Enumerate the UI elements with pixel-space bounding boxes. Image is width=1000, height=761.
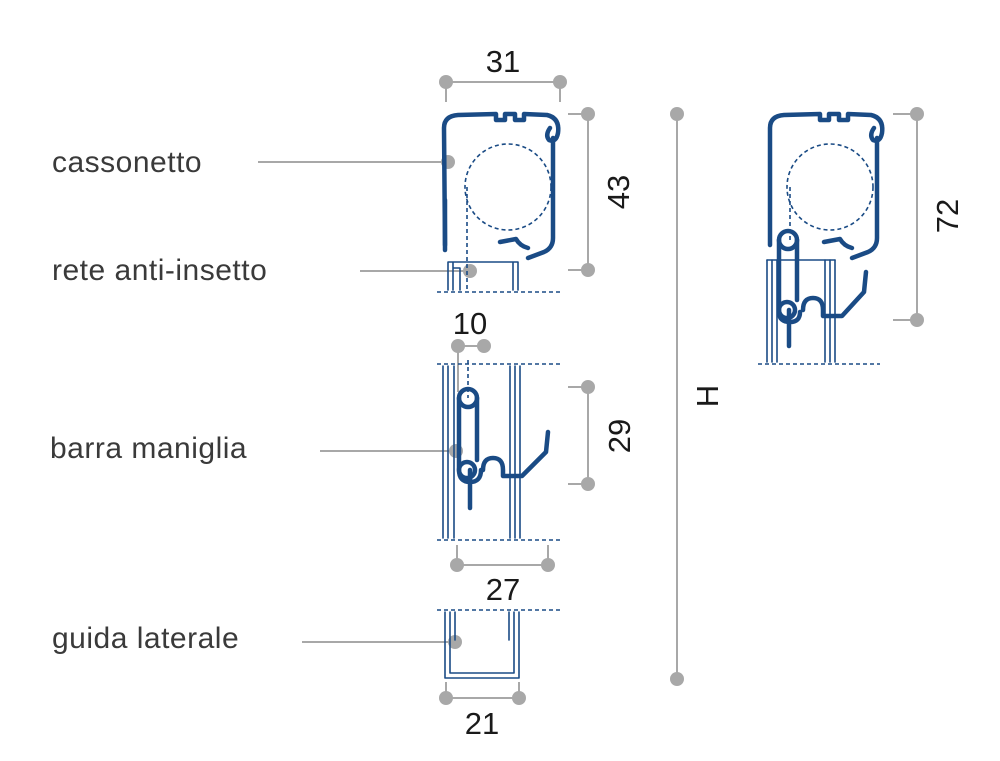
dimension-label-29: 29	[602, 419, 637, 453]
label-group-cassonetto: cassonetto	[52, 146, 455, 179]
label-barra: barra maniglia	[50, 432, 247, 465]
dimension-box-width: 31	[439, 44, 567, 102]
label-rete: rete anti-insetto	[52, 254, 267, 287]
label-guida: guida laterale	[52, 622, 239, 655]
dimension-label-31: 31	[486, 44, 520, 79]
dimension-total-height: H	[670, 107, 725, 686]
dimension-label-21: 21	[465, 706, 499, 741]
label-group-rete: rete anti-insetto	[52, 254, 477, 287]
leader-dot-rete	[463, 264, 477, 278]
dimension-label-72: 72	[930, 199, 965, 233]
dimension-guide-outer: 27	[450, 545, 555, 607]
dimension-box-height: 43	[568, 107, 636, 277]
dimension-handle-height: 29	[568, 380, 637, 491]
dimension-guide-inner: 21	[439, 682, 526, 741]
dimension-closed-height: 72	[893, 107, 965, 327]
dimension-label-43: 43	[601, 175, 636, 209]
roller-circle	[464, 143, 552, 231]
dimension-label-10: 10	[453, 306, 487, 341]
dimension-label-27: 27	[486, 572, 520, 607]
dimension-label-H: H	[690, 385, 725, 407]
dimension-handle-offset: 10	[451, 306, 491, 392]
barra-maniglia-profile	[437, 360, 560, 541]
leader-dot-guida	[448, 635, 462, 649]
guida-laterale-profile	[437, 609, 560, 679]
label-group-guida: guida laterale	[52, 622, 462, 655]
cassonetto-profile	[437, 111, 561, 293]
assembled-profile	[758, 111, 885, 365]
label-cassonetto: cassonetto	[52, 146, 202, 179]
label-group-barra: barra maniglia	[50, 432, 463, 465]
